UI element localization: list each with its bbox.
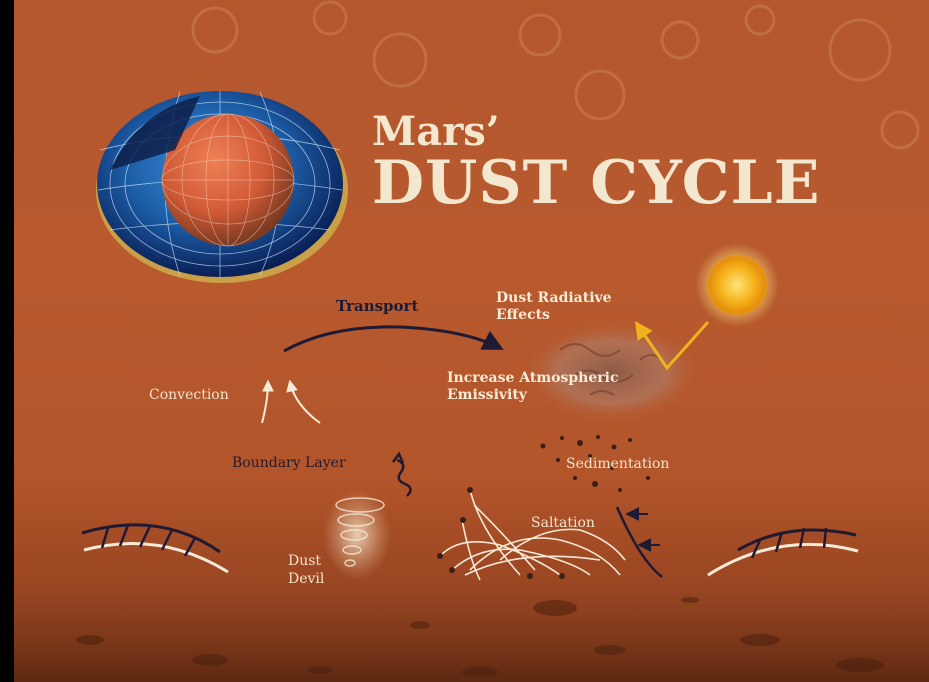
increase-emissivity-label: Increase Atmospheric Emissivity xyxy=(447,370,618,404)
saltation-label: Saltation xyxy=(531,515,595,531)
title-line-2: DUST CYCLE xyxy=(372,148,820,218)
sedimentation-label: Sedimentation xyxy=(566,456,669,472)
dust-radiative-effects-line-1: Dust Radiative xyxy=(496,290,612,307)
dust-devil-line-1: Dust xyxy=(288,552,324,570)
boundary-layer-label: Boundary Layer xyxy=(232,455,346,471)
increase-emissivity-line-2: Emissivity xyxy=(447,387,618,404)
dust-devil-line-2: Devil xyxy=(288,570,324,588)
convection-label: Convection xyxy=(149,387,229,403)
dust-devil-icon xyxy=(323,490,391,580)
transport-label: Transport xyxy=(336,297,418,315)
dust-radiative-effects-label: Dust Radiative Effects xyxy=(496,290,612,324)
dust-radiative-effects-line-2: Effects xyxy=(496,307,612,324)
mars-globe-icon xyxy=(96,91,348,283)
increase-emissivity-line-1: Increase Atmospheric xyxy=(447,370,618,387)
dust-devil-label: Dust Devil xyxy=(288,552,324,588)
sun-icon xyxy=(695,243,779,327)
